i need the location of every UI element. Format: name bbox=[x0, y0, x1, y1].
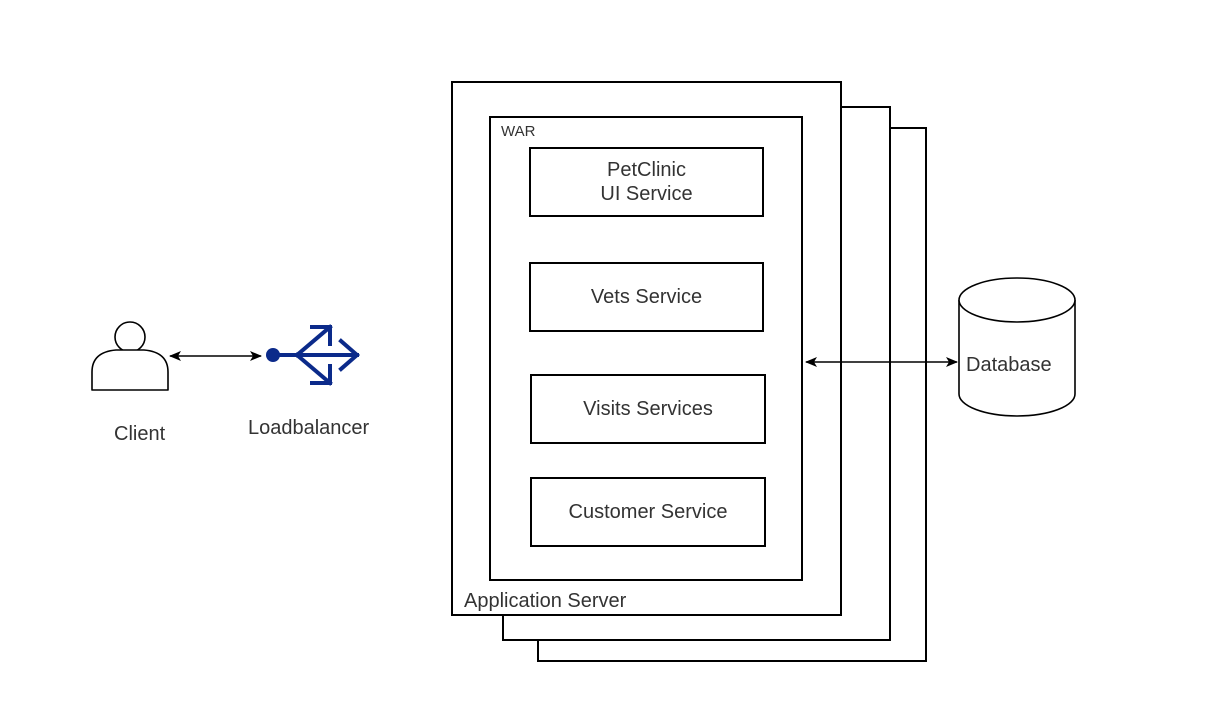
service-visits: Visits Services bbox=[530, 374, 766, 444]
service-vets-label: Vets Service bbox=[590, 286, 703, 308]
client-label: Client bbox=[114, 423, 166, 445]
database-label: Database bbox=[966, 354, 1052, 376]
war-label: WAR bbox=[501, 123, 536, 140]
service-petclinic-ui-line1: PetClinic bbox=[607, 159, 686, 181]
app-server-label: Application Server bbox=[464, 590, 627, 612]
loadbalancer-label: Loadbalancer bbox=[248, 417, 370, 439]
service-vets: Vets Service bbox=[529, 262, 764, 332]
service-visits-label: Visits Services bbox=[583, 398, 713, 420]
service-petclinic-ui-line2: UI Service bbox=[600, 183, 693, 205]
service-customer-label: Customer Service bbox=[568, 501, 728, 523]
database-icon bbox=[958, 277, 1076, 417]
user-icon bbox=[91, 321, 169, 391]
service-petclinic-ui: PetClinic UI Service bbox=[529, 147, 764, 217]
service-customer: Customer Service bbox=[530, 477, 766, 547]
loadbalancer-icon bbox=[266, 324, 361, 386]
